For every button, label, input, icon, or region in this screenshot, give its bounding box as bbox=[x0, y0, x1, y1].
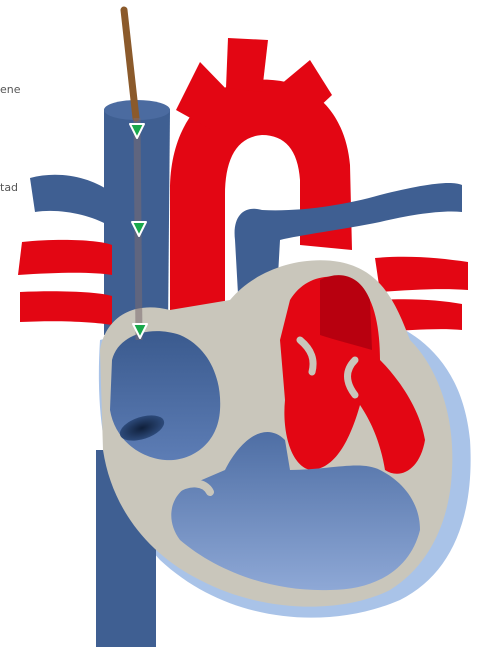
aortic-branch-2 bbox=[226, 38, 268, 92]
pulmonary-vein-right-upper bbox=[375, 257, 468, 292]
pulmonary-artery-left-upper bbox=[18, 240, 112, 275]
brachiocephalic-vein bbox=[30, 175, 108, 225]
pulmonary-artery-left-lower bbox=[20, 291, 112, 325]
